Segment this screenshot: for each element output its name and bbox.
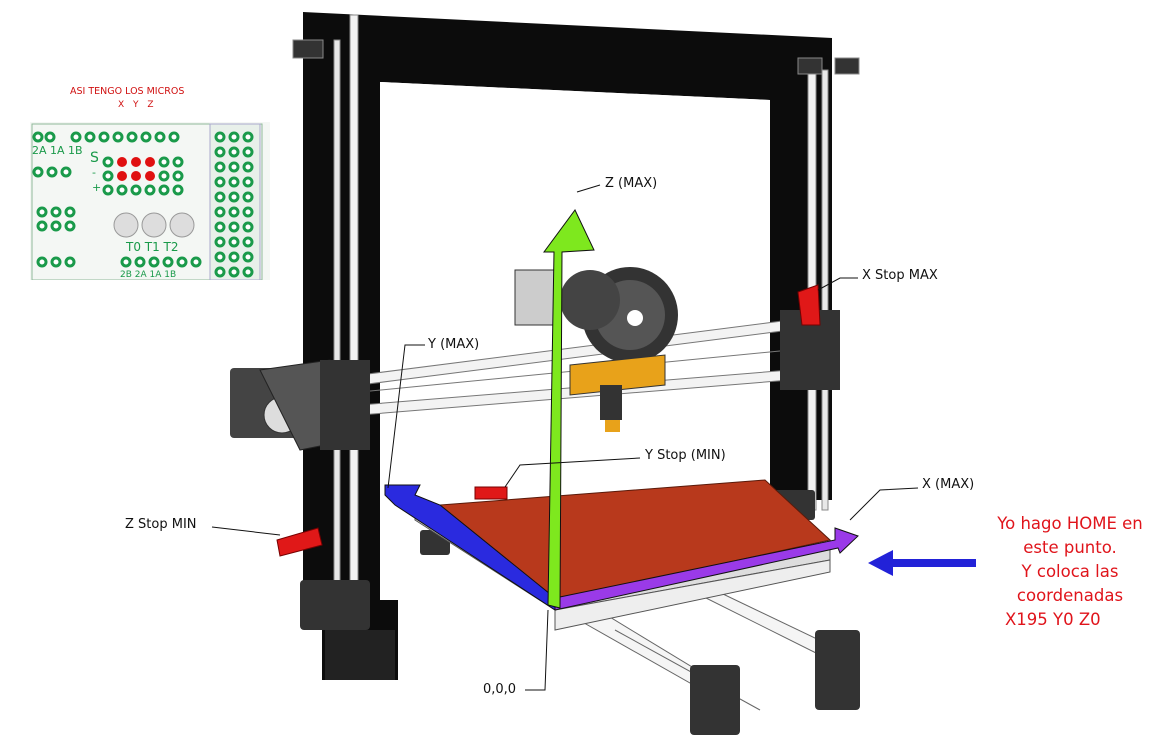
endstop-pins-marked: [117, 157, 155, 181]
pcb-drawing: [30, 122, 270, 280]
label-z-stop-min: Z Stop MIN: [125, 517, 197, 532]
pcb-label: -: [92, 166, 96, 179]
pcb-label: T0 T1 T2: [126, 240, 179, 254]
pcb-label: 2B 2A 1A 1B: [120, 270, 177, 280]
z-stop-min-switch: [276, 527, 323, 557]
label-origin: 0,0,0: [483, 682, 517, 697]
label-y-stop-min: Y Stop (MIN): [645, 448, 726, 463]
leader-lines: [211, 184, 919, 691]
home-note: Yo hago HOME en este punto. Y coloca las…: [975, 512, 1159, 632]
label-x-stop-max: X Stop MAX: [862, 268, 938, 283]
x-stop-max-switch: [797, 284, 821, 326]
endstops: [276, 284, 821, 557]
home-arrow: [868, 550, 976, 576]
note-line: coordenadas: [1016, 586, 1124, 605]
y-stop-min-switch: [474, 486, 508, 500]
y-frame-parts: [300, 490, 860, 735]
pcb-label: S: [90, 150, 99, 166]
z-axis-arrow: [543, 209, 595, 609]
ramps-board-inset: ASI TENGO LOS MICROS X Y Z 2A 1A 1B S - …: [30, 80, 270, 280]
label-z-max: Z (MAX): [605, 176, 658, 191]
pcb-label: +: [92, 181, 102, 194]
inset-title: ASI TENGO LOS MICROS: [70, 86, 185, 97]
z-rods: [292, 14, 860, 606]
x-axis-arrow: [554, 527, 859, 611]
y-axis-arrow: [384, 484, 556, 611]
note-line: este punto.: [1023, 538, 1117, 557]
note-line: X195 Y0 Z0: [1005, 610, 1101, 629]
inset-axis-marks: X Y Z: [118, 100, 157, 110]
label-y-max: Y (MAX): [428, 337, 480, 352]
note-line: Y coloca las: [1021, 562, 1119, 581]
pcb-label: 2A 1A 1B: [32, 144, 83, 157]
extruder: [514, 267, 678, 432]
label-x-max: X (MAX): [922, 477, 975, 492]
note-line: Yo hago HOME en: [997, 514, 1143, 533]
x-carriage-left: [230, 359, 370, 451]
